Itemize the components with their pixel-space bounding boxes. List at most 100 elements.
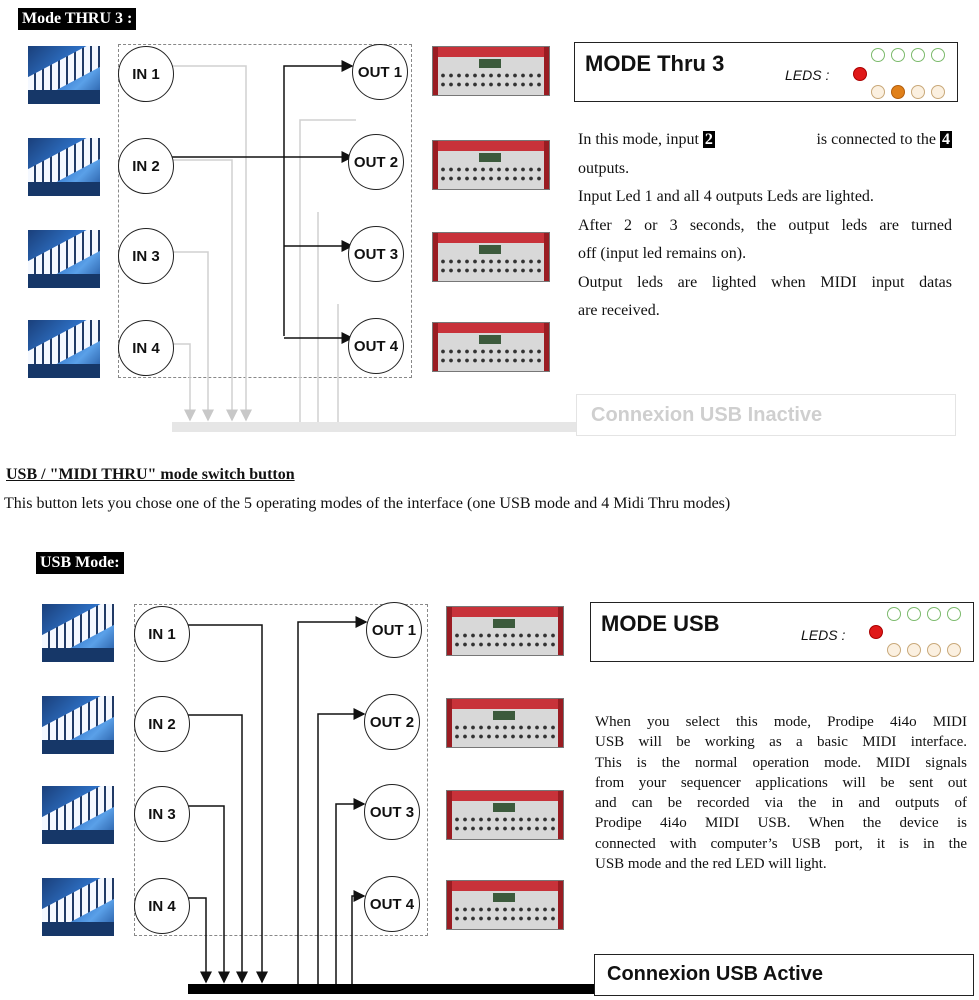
led-icon: [931, 85, 945, 99]
midi-in-jack-3: IN 3: [118, 228, 174, 284]
sound-module-image: [432, 322, 550, 372]
usb-status-box-inactive: Connexion USB Inactive: [576, 394, 956, 436]
desc-line: After 2 or 3 seconds, the output leds ar…: [578, 216, 952, 234]
desc-line: Output leds are lighted when MIDI input …: [578, 273, 952, 291]
output-number-highlight: 4: [940, 131, 952, 148]
jack-label: IN 1: [132, 65, 160, 83]
led-lit-icon: [891, 85, 905, 99]
sound-module-image: [432, 232, 550, 282]
mode-indicator-box: MODE USB LEDS :: [590, 602, 974, 662]
sound-module-image: [432, 46, 550, 96]
keyboard-image: [42, 696, 114, 754]
midi-out-jack-2: OUT 2: [364, 694, 420, 750]
jack-label: OUT 1: [371, 621, 417, 639]
led-icon: [911, 85, 925, 99]
red-led-icon: [853, 67, 867, 81]
led-icon: [907, 643, 921, 657]
desc-line: connected with computer’s USB port, it i…: [595, 835, 967, 852]
desc-line: and can be recorded via the in and outpu…: [595, 795, 967, 812]
sound-module-image: [446, 880, 564, 930]
midi-out-jack-4: OUT 4: [348, 318, 404, 374]
jack-label: IN 3: [132, 247, 160, 265]
led-icon: [927, 607, 941, 621]
midi-in-jack-1: IN 1: [134, 606, 190, 662]
usb-status-box-active: Connexion USB Active: [594, 954, 974, 996]
midi-out-jack-4: OUT 4: [364, 876, 420, 932]
midi-out-jack-2: OUT 2: [348, 134, 404, 190]
desc-line: Input Led 1 and all 4 outputs Leds are l…: [578, 188, 874, 205]
midi-in-jack-1: IN 1: [118, 46, 174, 102]
usb-status-text: Connexion USB Active: [607, 963, 823, 985]
jack-label: OUT 2: [369, 713, 415, 731]
desc-line: are received.: [578, 302, 660, 319]
desc-line: Prodipe 4i4o MIDI USB. When the device i…: [595, 815, 967, 832]
input-number-highlight: 2: [702, 131, 715, 148]
mode-title: MODE Thru 3: [585, 51, 725, 76]
leds-label: LEDS :: [785, 67, 830, 83]
jack-label: OUT 3: [369, 803, 415, 821]
desc-line: USB will be working as a basic MIDI inte…: [595, 734, 967, 751]
keyboard-image: [42, 786, 114, 844]
desc-line: In this mode, input 2 is connected to th…: [578, 126, 952, 155]
sound-module-image: [446, 606, 564, 656]
led-icon: [891, 48, 905, 62]
section-label-usb: USB Mode:: [36, 552, 124, 574]
jack-label: OUT 3: [353, 245, 399, 263]
jack-label: IN 1: [148, 625, 176, 643]
desc-line: USB mode and the red LED will light.: [595, 856, 827, 873]
midi-out-jack-3: OUT 3: [348, 226, 404, 282]
led-icon: [911, 48, 925, 62]
jack-label: OUT 1: [357, 63, 403, 81]
sound-module-image: [446, 698, 564, 748]
keyboard-image: [42, 604, 114, 662]
midi-out-jack-1: OUT 1: [366, 602, 422, 658]
usb-status-text: Connexion USB Inactive: [591, 404, 823, 426]
sound-module-image: [432, 140, 550, 190]
led-icon: [931, 48, 945, 62]
desc-text: In this mode, input 2: [578, 131, 715, 148]
thru3-description: In this mode, input 2 is connected to th…: [578, 126, 952, 326]
keyboard-image: [42, 878, 114, 936]
interface-box: [118, 44, 412, 378]
jack-label: OUT 4: [369, 895, 415, 913]
interface-box: [134, 604, 428, 936]
mode-title: MODE USB: [601, 611, 720, 636]
usb-mode-description: When you select this mode, Prodipe 4i4o …: [595, 712, 967, 874]
midi-in-jack-2: IN 2: [134, 696, 190, 752]
led-icon: [871, 85, 885, 99]
switch-button-heading: USB / "MIDI THRU" mode switch button: [6, 466, 295, 483]
jack-label: IN 2: [148, 715, 176, 733]
led-icon: [907, 607, 921, 621]
leds-label: LEDS :: [801, 627, 846, 643]
jack-label: IN 3: [148, 805, 176, 823]
jack-label: OUT 4: [353, 337, 399, 355]
midi-out-jack-1: OUT 1: [352, 44, 408, 100]
desc-line: from your sequencer applications will be…: [595, 774, 967, 791]
led-icon: [887, 607, 901, 621]
midi-in-jack-2: IN 2: [118, 138, 174, 194]
red-led-icon: [869, 625, 883, 639]
desc-line: outputs.: [578, 159, 630, 177]
midi-in-jack-3: IN 3: [134, 786, 190, 842]
keyboard-image: [28, 320, 100, 378]
keyboard-image: [28, 138, 100, 196]
led-icon: [947, 643, 961, 657]
mode-indicator-box: MODE Thru 3 LEDS :: [574, 42, 958, 102]
led-icon: [927, 643, 941, 657]
switch-button-description: This button lets you chose one of the 5 …: [4, 495, 731, 512]
keyboard-image: [28, 46, 100, 104]
jack-label: IN 4: [132, 339, 160, 357]
desc-text: is connected to the 4: [816, 131, 952, 148]
desc-line: This is the normal operation mode. MIDI …: [595, 754, 967, 771]
midi-in-jack-4: IN 4: [118, 320, 174, 376]
desc-line: When you select this mode, Prodipe 4i4o …: [595, 714, 967, 730]
midi-in-jack-4: IN 4: [134, 878, 190, 934]
sound-module-image: [446, 790, 564, 840]
section-label-thru3: Mode THRU 3 :: [18, 8, 137, 30]
led-icon: [871, 48, 885, 62]
desc-line: off (input led remains on).: [578, 245, 747, 262]
led-icon: [947, 607, 961, 621]
jack-label: OUT 2: [353, 153, 399, 171]
jack-label: IN 2: [132, 157, 160, 175]
jack-label: IN 4: [148, 897, 176, 915]
